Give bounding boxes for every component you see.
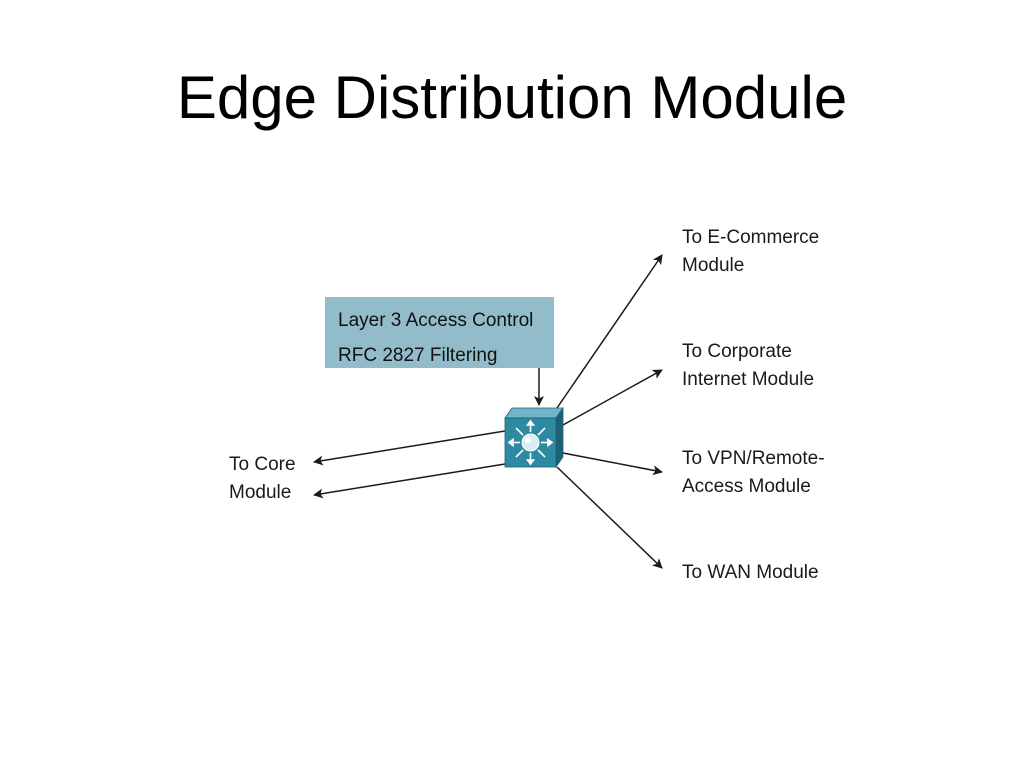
label-ecommerce-line-2: Module	[682, 255, 745, 276]
page-title: Edge Distribution Module	[176, 64, 848, 131]
label-wan: To WAN Module	[682, 559, 819, 587]
label-vpn-line-1: To VPN/Remote-	[682, 448, 825, 469]
link-to-ecommerce	[556, 254, 663, 409]
label-corporate-line-2: Internet Module	[682, 369, 815, 390]
callout: Layer 3 Access Control RFC 2827 Filterin…	[325, 297, 554, 368]
link-to-core-upper	[313, 430, 506, 466]
label-core-line-2: Module	[229, 482, 292, 503]
callout-line-access-control: Layer 3 Access Control	[338, 310, 534, 331]
label-corporate-line-1: To Corporate	[682, 341, 792, 362]
label-ecommerce-line-1: To E-Commerce	[682, 227, 820, 248]
label-vpn-line-2: Access Module	[682, 476, 811, 497]
link-to-vpn	[562, 452, 663, 476]
link-to-wan	[556, 466, 663, 569]
label-wan-line-1: To WAN Module	[682, 562, 819, 583]
layer3-switch-icon	[504, 406, 564, 469]
callout-box	[325, 297, 554, 368]
callout-line-rfc-filtering: RFC 2827 Filtering	[338, 345, 498, 366]
label-vpn: To VPN/Remote- Access Module	[682, 445, 825, 501]
link-to-core-lower	[313, 463, 506, 499]
link-to-corporate	[562, 369, 663, 426]
label-core: To Core Module	[229, 451, 296, 507]
label-corporate: To Corporate Internet Module	[682, 338, 814, 394]
label-core-line-1: To Core	[229, 454, 296, 475]
label-ecommerce: To E-Commerce Module	[682, 224, 819, 280]
